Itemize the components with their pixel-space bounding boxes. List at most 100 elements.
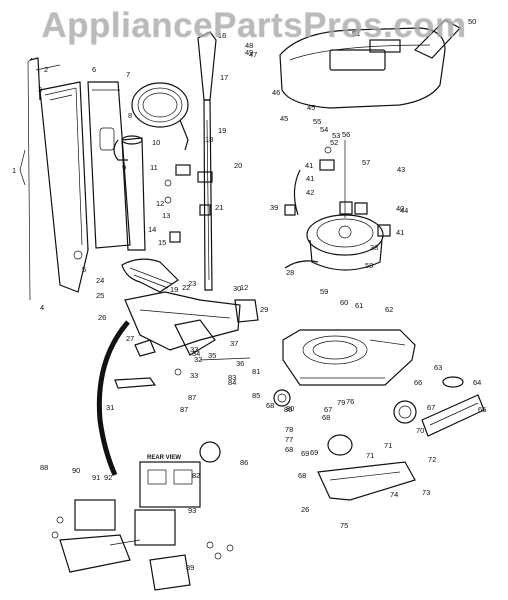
part-number-label: 29 xyxy=(260,305,268,314)
part-number-label: 90 xyxy=(72,466,80,475)
part-number-label: 87 xyxy=(180,405,188,414)
part-number-label: 80 xyxy=(286,404,294,413)
part-number-label: 58 xyxy=(365,261,373,270)
part-number-label: 1 xyxy=(12,166,16,175)
part-number-label: 52 xyxy=(330,138,338,147)
part-number-label: 8 xyxy=(128,111,132,120)
part-number-label: 75 xyxy=(340,521,348,530)
part-number-label: 66 xyxy=(414,378,422,387)
part-number-label: 26 xyxy=(301,505,309,514)
part-number-label: 43 xyxy=(397,165,405,174)
part-number-label: 73 xyxy=(422,488,430,497)
part-number-label: 76 xyxy=(346,397,354,406)
part-number-label: 21 xyxy=(215,203,223,212)
motor-drawing xyxy=(284,140,391,271)
part-number-label: 23 xyxy=(188,279,196,288)
part-number-label: 27 xyxy=(126,334,134,343)
part-number-label: 25 xyxy=(96,291,104,300)
part-number-label: 19 xyxy=(218,126,226,135)
part-number-label: 50 xyxy=(468,17,476,26)
part-number-label: 36 xyxy=(236,359,244,368)
part-number-label: 42 xyxy=(306,188,314,197)
lower-frame-drawing xyxy=(114,291,259,389)
part-number-label: 64 xyxy=(473,378,481,387)
part-number-label: 69 xyxy=(310,448,318,457)
part-number-label: 81 xyxy=(252,367,260,376)
part-number-label: 18 xyxy=(205,135,213,144)
part-number-label: 3 xyxy=(38,85,42,94)
part-number-label: 71 xyxy=(366,451,374,460)
part-number-label: 33 xyxy=(190,371,198,380)
part-number-label: 71 xyxy=(384,441,392,450)
part-number-label: 92 xyxy=(104,473,112,482)
part-number-label: 38 xyxy=(370,243,378,252)
filter-tube-drawing xyxy=(113,135,146,251)
part-number-label: 91 xyxy=(92,473,100,482)
part-number-label: 80 xyxy=(284,405,292,414)
part-number-label: 83 xyxy=(228,373,236,382)
part-number-label: 15 xyxy=(158,238,166,247)
rear-view-label: REAR VIEW xyxy=(147,455,182,461)
part-number-labels: 1234567891011121213141516171819192021222… xyxy=(12,17,486,572)
part-number-label: 55 xyxy=(313,117,321,126)
rear-switch-drawing xyxy=(51,461,234,591)
wheels-drawing xyxy=(199,389,417,463)
part-number-label: 28 xyxy=(286,268,294,277)
part-number-label: 61 xyxy=(355,301,363,310)
part-number-label: 57 xyxy=(362,158,370,167)
part-number-label: 45 xyxy=(307,103,315,112)
part-number-label: 41 xyxy=(396,228,404,237)
part-number-label: 56 xyxy=(342,130,350,139)
part-number-label: 84 xyxy=(228,378,236,387)
hose-coil-drawing xyxy=(131,82,189,151)
part-number-label: 34 xyxy=(192,349,200,358)
part-number-label: 40 xyxy=(396,204,404,213)
part-number-label: 10 xyxy=(152,138,160,147)
part-number-label: 68 xyxy=(266,401,274,410)
part-number-label: 82 xyxy=(192,471,200,480)
part-number-label: 14 xyxy=(148,225,156,234)
part-number-label: 48 xyxy=(245,41,253,50)
part-number-label: 62 xyxy=(385,305,393,314)
part-number-label: 20 xyxy=(234,161,242,170)
part-number-label: 49 xyxy=(245,48,253,57)
part-number-label: 16 xyxy=(218,31,226,40)
part-number-label: 13 xyxy=(162,211,170,220)
part-number-label: 51 xyxy=(352,29,360,38)
part-number-label: 67 xyxy=(427,403,435,412)
part-number-label: 46 xyxy=(272,88,280,97)
part-number-label: 88 xyxy=(40,463,48,472)
part-number-label: 69 xyxy=(301,449,309,458)
part-number-label: 77 xyxy=(285,435,293,444)
part-number-label: 4 xyxy=(40,303,44,312)
part-number-label: 68 xyxy=(298,471,306,480)
part-number-label: 86 xyxy=(240,458,248,467)
inner-bag-drawing xyxy=(87,81,131,249)
base-drawing xyxy=(282,329,416,386)
part-number-label: 12 xyxy=(156,199,164,208)
part-number-label: 39 xyxy=(270,203,278,212)
part-number-label: 11 xyxy=(150,163,158,172)
part-number-label: 72 xyxy=(428,455,436,464)
part-number-label: 31 xyxy=(106,403,114,412)
part-number-label: 47 xyxy=(249,50,257,59)
part-number-label: 37 xyxy=(230,339,238,348)
part-number-label: 63 xyxy=(434,363,442,372)
part-number-label: 78 xyxy=(285,425,293,434)
part-number-label: 19 xyxy=(170,285,178,294)
part-number-label: 12 xyxy=(240,283,248,292)
power-cord-drawing xyxy=(96,320,130,477)
part-number-label: 87 xyxy=(188,393,196,402)
hood-drawing xyxy=(279,19,461,109)
part-number-label: 67 xyxy=(324,405,332,414)
part-number-label: 7 xyxy=(126,70,130,79)
part-number-label: 68 xyxy=(322,413,330,422)
part-number-label: 79 xyxy=(337,398,345,407)
part-number-label: 93 xyxy=(188,506,196,515)
part-number-label: 53 xyxy=(332,131,340,140)
part-number-label: 45 xyxy=(280,114,288,123)
part-number-label: 65 xyxy=(478,405,486,414)
part-number-label: 9 xyxy=(122,163,126,172)
part-number-label: 74 xyxy=(390,490,398,499)
